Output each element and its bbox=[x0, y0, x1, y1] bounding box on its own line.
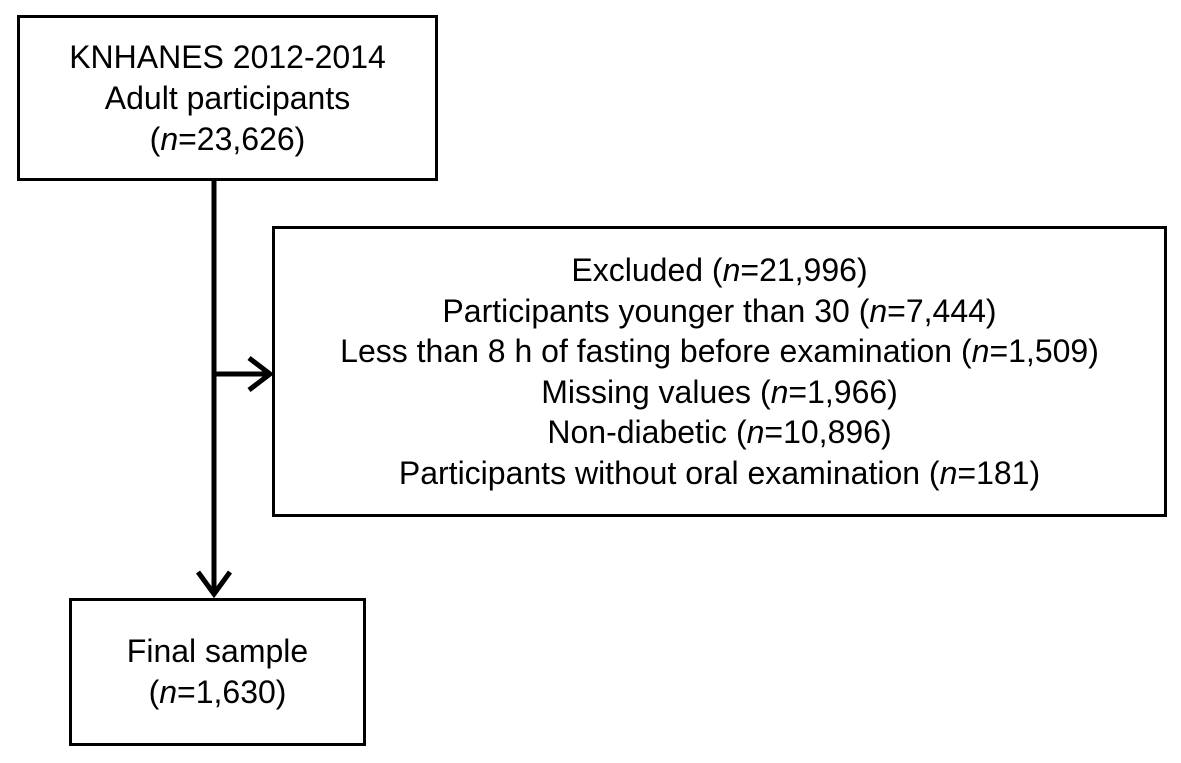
excluded-fasting-line: Less than 8 h of fasting before examinat… bbox=[340, 333, 1099, 369]
excluded-total-line: Excluded (n=21,996) bbox=[571, 252, 868, 288]
excluded-nondiabetic-line: Non-diabetic (n=10,896) bbox=[547, 414, 892, 450]
final-sample-box: Final sample (n=1,630) bbox=[69, 598, 366, 746]
right-arrowhead bbox=[247, 356, 275, 392]
enrollment-line-participants: Adult participants bbox=[104, 79, 351, 116]
final-sample-label: Final sample bbox=[126, 633, 309, 669]
excluded-age-line: Participants younger than 30 (n=7,444) bbox=[442, 292, 997, 329]
excluded-no-oral-exam-line: Participants without oral examination (n… bbox=[398, 454, 1041, 491]
excluded-missing-line: Missing values (n=1,966) bbox=[541, 373, 898, 410]
down-arrowhead bbox=[195, 570, 233, 599]
enrollment-line-count: (n=23,626) bbox=[149, 120, 306, 157]
excluded-box: Excluded (n=21,996) Participants younger… bbox=[272, 226, 1167, 517]
final-sample-count: (n=1,630) bbox=[148, 674, 287, 710]
enrollment-box: KNHANES 2012-2014 Adult participants (n=… bbox=[17, 15, 438, 181]
enrollment-line-survey: KNHANES 2012-2014 bbox=[69, 38, 386, 75]
